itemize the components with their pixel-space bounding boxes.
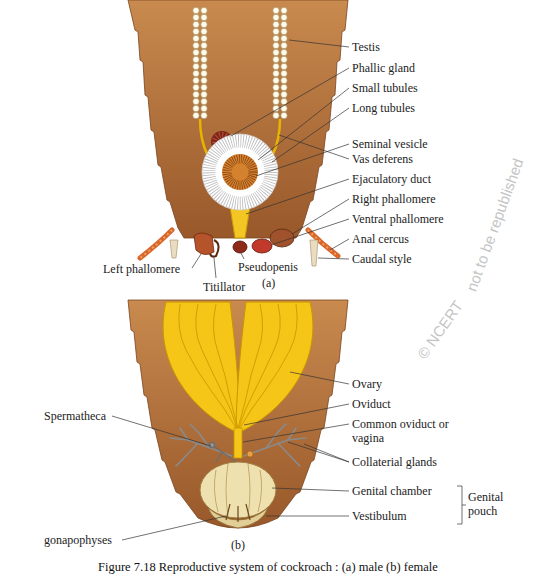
part-label: Ovary	[352, 377, 382, 391]
leader-line	[272, 488, 349, 491]
part-label: Collaterial glands	[352, 455, 437, 469]
leader-line	[266, 516, 349, 517]
pseudopenis	[233, 241, 247, 253]
titillator	[210, 240, 219, 257]
long-tubules	[209, 141, 271, 203]
leader-line	[244, 404, 349, 425]
part-label: Titillator	[203, 280, 245, 294]
part-label: Long tubules	[352, 101, 415, 115]
figure-part-letter: (b)	[231, 538, 245, 552]
bracket	[457, 486, 466, 524]
anal-cercus	[140, 230, 172, 258]
ovary	[236, 302, 313, 432]
part-label: Caudal style	[352, 252, 412, 266]
leader-line	[272, 108, 349, 162]
watermark: © NCERT	[415, 299, 465, 362]
leader-line	[289, 40, 349, 47]
leader-line	[290, 372, 349, 384]
leader-line	[214, 258, 216, 278]
left-phallomere	[194, 233, 214, 255]
collaterial-glands	[170, 424, 306, 466]
leader-line	[258, 88, 349, 160]
part-label: Common oviduct or vagina	[352, 417, 464, 445]
part-label: Left phallomere	[103, 262, 180, 276]
leader-line	[241, 253, 244, 259]
caudal-style	[310, 240, 318, 266]
ventral-phallomere	[252, 239, 272, 253]
part-label: Testis	[352, 40, 380, 54]
part-label: Vestibulum	[352, 509, 407, 523]
leader-line	[330, 239, 349, 250]
leader-line	[256, 144, 349, 176]
part-label: Genital chamber	[352, 484, 432, 498]
part-label: gonapophyses	[44, 533, 112, 547]
part-label: Right phallomere	[352, 192, 436, 206]
part-label: Pseudopenis	[238, 260, 298, 274]
testis	[272, 7, 288, 119]
part-label: Vas deferens	[352, 152, 413, 166]
caudal-style	[170, 240, 178, 258]
part-label: Anal cercus	[352, 232, 409, 246]
female-abdomen	[128, 300, 348, 528]
leader-lines	[112, 372, 466, 540]
abdomen-outline	[128, 0, 348, 238]
spermatheca-sac	[247, 451, 253, 457]
part-label: Ventral phallomere	[352, 212, 444, 226]
leader-line	[279, 135, 349, 159]
male-abdomen	[128, 0, 348, 266]
testis	[192, 7, 208, 119]
leader-line	[122, 516, 226, 540]
leader-line	[243, 424, 349, 442]
spermatheca	[210, 443, 237, 463]
leader-line	[271, 219, 349, 245]
gonapophyses	[226, 504, 250, 522]
part-label: Oviduct	[352, 397, 391, 411]
small-tubules	[227, 159, 253, 185]
bracket-label: Genital pouch	[468, 490, 520, 518]
leader-lines	[192, 40, 349, 278]
leader-line	[192, 254, 201, 268]
ovary	[163, 302, 240, 432]
part-label: Small tubules	[352, 81, 418, 95]
part-label: Phallic gland	[352, 61, 415, 75]
ovarioles	[179, 304, 297, 428]
part-label: Seminal vesicle	[352, 137, 428, 151]
leader-line	[304, 444, 349, 462]
part-label: Spermatheca	[44, 409, 106, 423]
leader-line	[112, 416, 211, 446]
abdomen-outline	[128, 300, 348, 528]
seminal-vesicle	[222, 154, 258, 190]
figure-caption: Figure 7.18 Reproductive system of cockr…	[98, 560, 438, 574]
leader-line	[318, 258, 349, 259]
watermark: not to be republished	[465, 157, 526, 293]
part-label: Ejaculatory duct	[352, 172, 431, 186]
common-oviduct	[234, 428, 242, 458]
anal-cercus	[140, 230, 172, 258]
figure-part-letter: (a)	[262, 276, 275, 290]
leader-line	[288, 442, 349, 462]
